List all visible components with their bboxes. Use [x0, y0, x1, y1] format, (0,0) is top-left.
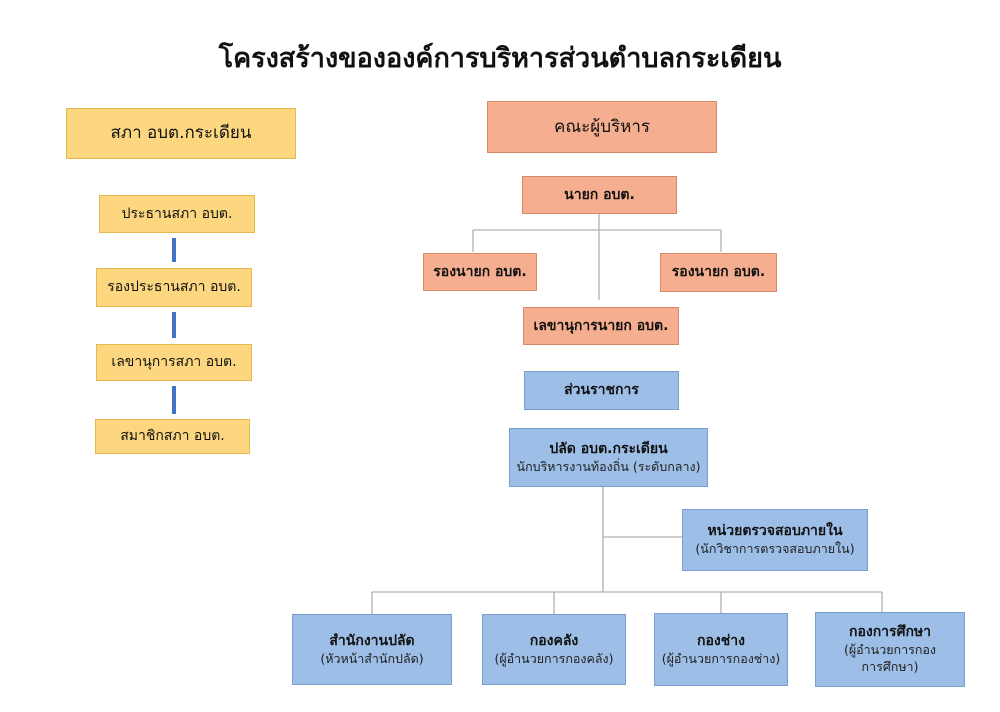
council-vice-chair-box: รองประธานสภา อบต.	[96, 268, 252, 307]
mayor-secretary-box: เลขานุการนายก อบต.	[523, 307, 679, 345]
council-secretary-box: เลขานุการสภา อบต.	[96, 344, 252, 381]
department-subtitle: (ผู้อำนวยการกองช่าง)	[661, 650, 781, 666]
executive-connectors	[472, 214, 722, 300]
internal-audit-title: หน่วยตรวจสอบภายใน	[707, 523, 843, 540]
clerk-title: ปลัด อบต.กระเดียน	[549, 440, 668, 457]
deputy-mayor-right-box: รองนายก อบต.	[660, 253, 777, 292]
internal-audit-box: หน่วยตรวจสอบภายใน (นักวิชาการตรวจสอบภายใ…	[682, 509, 868, 571]
admin-header-box: ส่วนราชการ	[524, 371, 679, 410]
council-chair-box: ประธานสภา อบต.	[99, 195, 255, 233]
council-members-box: สมาชิกสภา อบต.	[95, 419, 250, 454]
department-box-clerk-office: สำนักงานปลัด (หัวหน้าสำนักปลัด)	[292, 614, 452, 685]
department-subtitle-line1: (ผู้อำนวยการกอง	[843, 642, 937, 658]
department-subtitle: (หัวหน้าสำนักปลัด)	[320, 650, 424, 666]
department-box-finance: กองคลัง (ผู้อำนวยการกองคลัง)	[482, 614, 626, 685]
mayor-box: นายก อบต.	[522, 176, 677, 214]
clerk-box: ปลัด อบต.กระเดียน นักบริหารงานท้องถิ่น (…	[509, 428, 708, 487]
department-subtitle-line2: การศึกษา)	[861, 658, 919, 674]
clerk-subtitle: นักบริหารงานท้องถิ่น (ระดับกลาง)	[516, 458, 701, 474]
admin-connectors	[371, 487, 883, 614]
department-box-education: กองการศึกษา (ผู้อำนวยการกอง การศึกษา)	[815, 612, 965, 687]
department-title: กองช่าง	[697, 632, 745, 649]
internal-audit-subtitle: (นักวิชาการตรวจสอบภายใน)	[695, 541, 855, 556]
page-title: โครงสร้างขององค์การบริหารส่วนตำบลกระเดีย…	[218, 43, 782, 74]
deputy-mayor-left-box: รองนายก อบต.	[423, 253, 537, 291]
department-title: กองการศึกษา	[848, 624, 932, 641]
department-title: กองคลัง	[529, 632, 579, 649]
council-header-box: สภา อบต.กระเดียน	[66, 108, 296, 159]
department-subtitle: (ผู้อำนวยการกองคลัง)	[494, 650, 614, 666]
executive-header-box: คณะผู้บริหาร	[487, 101, 717, 153]
department-box-engineering: กองช่าง (ผู้อำนวยการกองช่าง)	[654, 613, 788, 686]
department-title: สำนักงานปลัด	[329, 632, 415, 649]
